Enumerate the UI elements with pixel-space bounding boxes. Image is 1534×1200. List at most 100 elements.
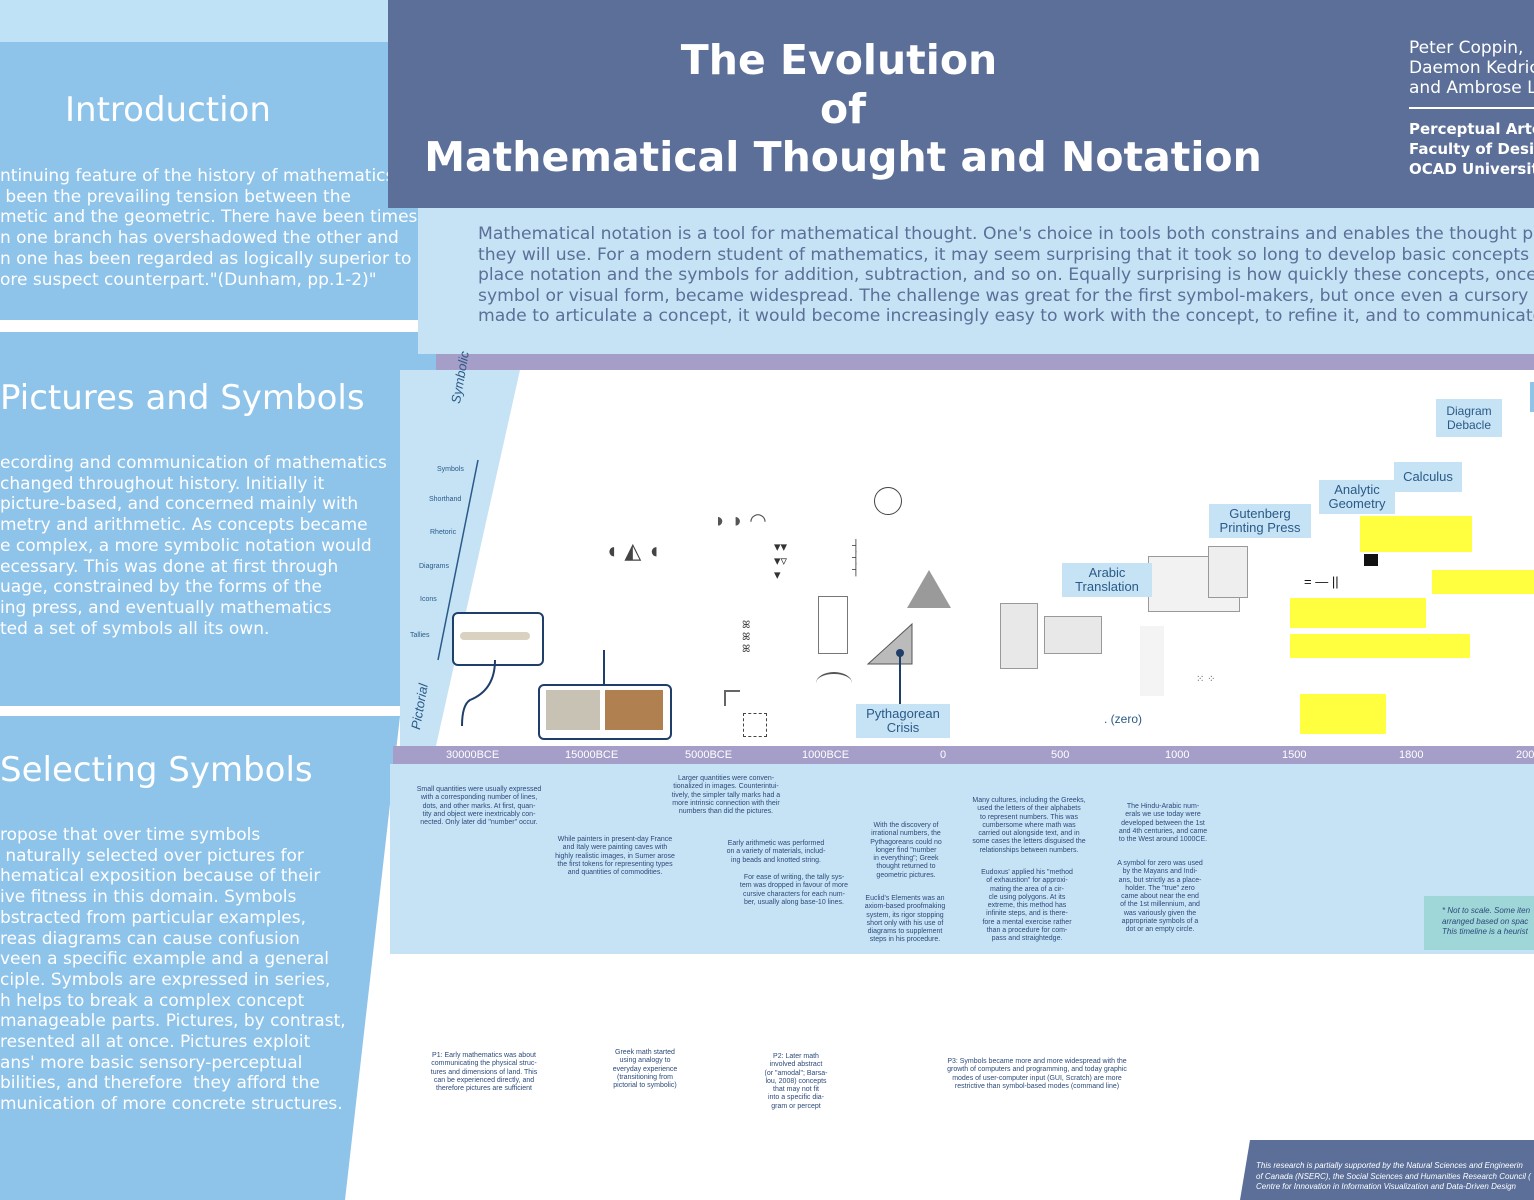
- selecting-heading: Selecting Symbols: [0, 750, 313, 790]
- caption-1: Small quantities were usually expressed …: [416, 786, 542, 827]
- table-image-1: [1000, 603, 1038, 669]
- timeline-top-band: [436, 354, 1534, 370]
- black-box-glyph: [1364, 554, 1378, 566]
- caption-7: Euclid's Elements was an axiom-based pro…: [864, 895, 946, 944]
- cuneiform-glyphs: ▾▾▾▿▾: [774, 539, 788, 582]
- top-strip: [0, 0, 390, 42]
- calculus-label: Calculus: [1394, 462, 1462, 492]
- caption-6: With the discovery of irrational numbers…: [870, 822, 942, 879]
- cave-image-2: [605, 690, 663, 730]
- diagram-debacle-label: Diagram Debacle: [1436, 399, 1502, 437]
- intro-panel-bg: [0, 42, 442, 320]
- caption-8: Many cultures, including the Greeks, use…: [972, 797, 1086, 854]
- introduction-body: ntinuing feature of the history of mathe…: [0, 166, 418, 290]
- caption-10: The Hindu-Arabic num- erals we use today…: [1118, 803, 1208, 844]
- timeline-edge-marker: [1530, 382, 1534, 412]
- selecting-body: ropose that over time symbols naturally …: [0, 825, 346, 1115]
- tick-0: 0: [940, 749, 947, 761]
- tick-1800: 1800: [1399, 749, 1424, 761]
- tick-15000bce: 15000BCE: [565, 749, 619, 761]
- tick-1000bce: 1000BCE: [802, 749, 850, 761]
- timeline-area: [436, 370, 1534, 746]
- highlight-text-1: [1360, 516, 1472, 552]
- tick-2000: 200: [1516, 749, 1534, 761]
- pythagorean-crisis-label: Pythagorean Crisis: [856, 704, 950, 738]
- timeline-left-bg: [400, 370, 436, 746]
- equals-glyph: = — ||: [1304, 574, 1339, 589]
- semicircle-diagram: [816, 672, 852, 694]
- square-glyph: [743, 713, 767, 737]
- table-image-3: [938, 636, 992, 664]
- timeline-axis-bar: [393, 746, 1534, 764]
- cave-connector: [603, 650, 605, 684]
- pictures-panel-bg: [0, 332, 440, 706]
- phase-p1: P1: Early mathematics was about communic…: [430, 1052, 538, 1093]
- tally-bone-image: [460, 632, 530, 640]
- highlight-text-4: [1290, 634, 1470, 658]
- phase-p3: P3: Symbols became more and more widespr…: [947, 1058, 1127, 1090]
- pictures-body: ecording and communication of mathematic…: [0, 453, 387, 639]
- selecting-panel-bg: [0, 716, 400, 1200]
- numeral-column: [1140, 626, 1164, 696]
- author-names: Peter Coppin, Daemon Kedric and Ambrose …: [1409, 38, 1534, 98]
- abacus-image: [818, 596, 848, 654]
- tick-500: 500: [1051, 749, 1070, 761]
- caption-5: For ease of writing, the tally sys- tem …: [739, 874, 849, 906]
- tick-1000: 1000: [1165, 749, 1190, 761]
- level-icons: Icons: [420, 596, 437, 603]
- pythagoras-diagram: [866, 622, 913, 665]
- cave-image-1: [546, 690, 600, 730]
- circle-diagram: [874, 487, 902, 515]
- phase-greek: Greek math started using analogy to ever…: [612, 1049, 678, 1090]
- caption-3: Larger quantities were conven- tionalize…: [671, 775, 781, 816]
- intro-paragraph: Mathematical notation is a tool for math…: [478, 224, 1534, 327]
- title-line-2: of: [819, 85, 866, 133]
- token-glyphs: ◖ ◭ ◖: [605, 538, 661, 563]
- phase-p2: P2: Later math involved abstract (or "am…: [764, 1053, 828, 1110]
- gutenberg-label: Gutenberg Printing Press: [1209, 504, 1311, 538]
- pythagoras-dot: [896, 649, 904, 657]
- level-shorthand: Shorthand: [429, 496, 462, 503]
- highlight-text-3: [1290, 598, 1426, 628]
- level-rhetoric: Rhetoric: [430, 529, 457, 536]
- introduction-heading: Introduction: [65, 90, 271, 130]
- cuneiform-glyphs-2: ┤┤┤: [852, 540, 860, 576]
- caption-4: Early arithmetic was performed on a vari…: [726, 840, 826, 864]
- level-diagrams: Diagrams: [419, 563, 449, 570]
- analytic-geometry-label: Analytic Geometry: [1319, 480, 1395, 514]
- caption-9: Eudoxus' applied his "method of exhausti…: [981, 869, 1073, 943]
- pythagoras-connector: [899, 652, 901, 704]
- token-glyphs-2: ◗ ◗ ◠: [714, 510, 767, 532]
- table-image-2: [1044, 616, 1102, 654]
- footer-bg: [1240, 1140, 1534, 1200]
- scale-note: * Not to scale. Some iten arranged based…: [1442, 906, 1531, 936]
- level-tallies: Tallies: [410, 632, 430, 639]
- zero-label: . (zero): [1104, 712, 1143, 726]
- title-block: The Evolution of Mathematical Thought an…: [388, 0, 1534, 208]
- corner-glyph: [724, 690, 740, 706]
- footer-text: This research is partially supported by …: [1256, 1161, 1531, 1191]
- caption-11: A symbol for zero was used by the Mayans…: [1117, 860, 1203, 934]
- author-affiliation: Perceptual Artef Faculty of Design OCAD …: [1409, 120, 1534, 178]
- tick-30000bce: 30000BCE: [446, 749, 500, 761]
- highlight-text-5: [1300, 694, 1386, 734]
- bone-connector: [461, 660, 496, 727]
- note-box: [1424, 896, 1534, 950]
- caption-band: [390, 764, 1534, 954]
- level-symbols: Symbols: [437, 466, 464, 473]
- author-divider: [1409, 107, 1534, 109]
- arabic-translation-label: Arabic Translation: [1062, 563, 1152, 597]
- caption-2: While painters in present-day France and…: [555, 836, 675, 877]
- left-panels: [0, 42, 442, 1200]
- tick-1500: 1500: [1282, 749, 1307, 761]
- title-line-3: Mathematical Thought and Notation: [424, 133, 1262, 181]
- highlight-text-2: [1432, 570, 1534, 594]
- dots-glyph: ⁙ ⁘: [1196, 674, 1216, 685]
- gutenberg-image: [1208, 546, 1248, 598]
- tick-5000bce: 5000BCE: [685, 749, 733, 761]
- title-line-1: The Evolution: [680, 36, 998, 84]
- intro-paragraph-bg: [418, 208, 1534, 354]
- pictures-heading: Pictures and Symbols: [0, 378, 365, 418]
- triangle-diagram: [907, 570, 951, 608]
